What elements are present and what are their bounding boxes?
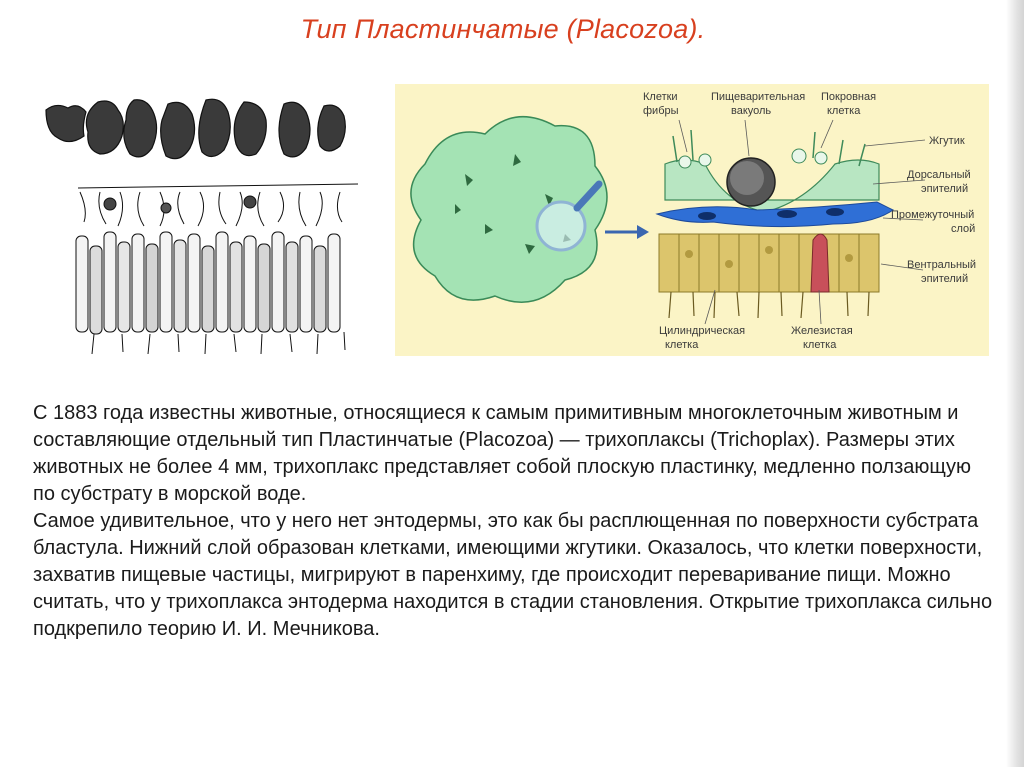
sketch-dorsal-row <box>78 184 358 226</box>
slide-shadow-edge <box>1006 0 1024 767</box>
label-cover-cell-line2: клетка <box>827 105 861 117</box>
trichoplax-structure-diagram: Клетки фибры Пищеварительная вакуоль Пок… <box>395 84 989 356</box>
label-intermediate-layer-line1: Промежуточный <box>891 209 974 221</box>
label-dorsal-epithelium-line2: эпителий <box>921 183 968 195</box>
paragraph-2: Самое удивительное, что у него нет энтод… <box>33 508 998 643</box>
sketch-cilia <box>92 332 345 354</box>
trichoplax-sketch-illustration <box>38 96 368 358</box>
label-ventral-epithelium-line2: эпителий <box>921 273 968 285</box>
glandular-cell-drawing <box>811 234 829 292</box>
label-cylindrical-cell-line2: клетка <box>665 339 699 351</box>
label-flagellum: Жгутик <box>929 135 965 147</box>
slide-body-text: С 1883 года известны животные, относящие… <box>33 400 998 643</box>
label-fiber-cells-line2: фибры <box>643 105 679 117</box>
label-dorsal-epithelium-line1: Дорсальный <box>907 169 971 181</box>
label-digestive-vacuole-line2: вакуоль <box>731 105 771 117</box>
sketch-ventral-columns <box>76 232 340 334</box>
label-digestive-vacuole-line1: Пищеварительная <box>711 91 805 103</box>
label-ventral-epithelium-line1: Вентральный <box>907 259 976 271</box>
label-intermediate-layer-line2: слой <box>951 223 975 235</box>
label-cover-cell-line1: Покровная <box>821 91 876 103</box>
sketch-top-blobs <box>46 99 345 158</box>
label-glandular-cell-line1: Железистая <box>791 325 853 337</box>
digestive-vacuole <box>727 158 775 206</box>
label-fiber-cells-line1: Клетки <box>643 91 678 103</box>
label-glandular-cell-line2: клетка <box>803 339 837 351</box>
label-cylindrical-cell-line1: Цилиндрическая <box>659 325 745 337</box>
slide-title: Тип Пластинчатые (Placozoa). <box>0 14 1006 45</box>
paragraph-1: С 1883 года известны животные, относящие… <box>33 400 998 508</box>
